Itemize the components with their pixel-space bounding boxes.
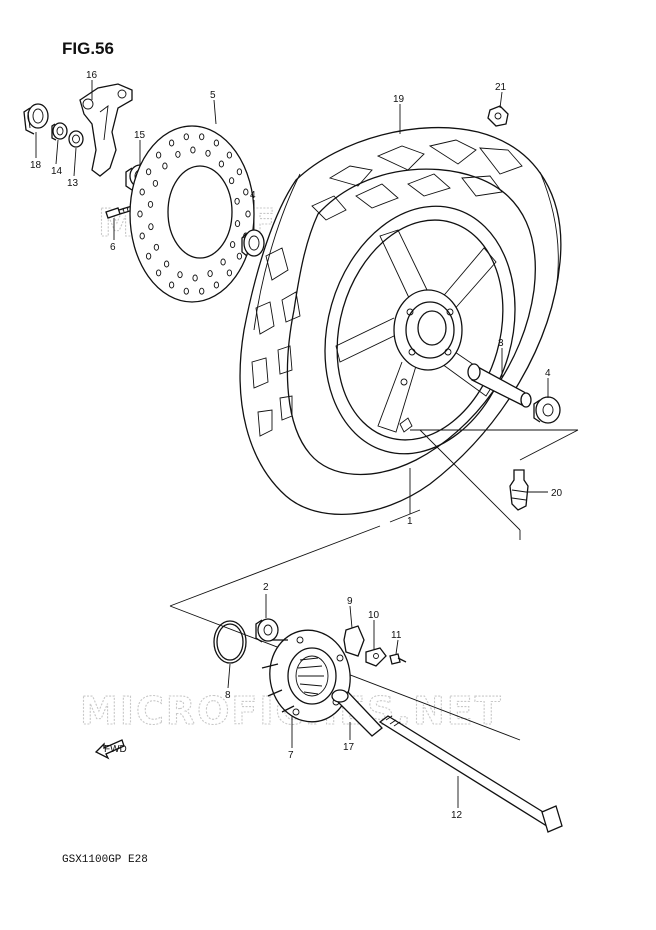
disc-hole	[243, 188, 249, 196]
disc-hole	[148, 223, 154, 231]
part-3-spacer	[467, 363, 532, 408]
callout-4-left: 4	[250, 190, 256, 201]
callout-13: 13	[67, 178, 79, 189]
model-code: GSX1100GP E28	[62, 854, 148, 866]
wheel-assembly	[239, 126, 562, 515]
callout-20: 20	[551, 488, 563, 499]
callout-14: 14	[51, 166, 63, 177]
callout-5: 5	[210, 90, 216, 101]
disc-hole	[229, 241, 236, 249]
callout-12: 12	[451, 810, 463, 821]
disc-hole	[147, 200, 154, 208]
callout-3: 3	[498, 338, 504, 349]
callout-labels: 16 5 19 21 15 18 14 13 6 4 3 4 20 1 2 9 …	[30, 70, 563, 821]
callout-2: 2	[263, 582, 269, 593]
disc-hole	[234, 220, 241, 228]
disc-hole	[168, 281, 175, 289]
disc-hole	[139, 232, 145, 240]
part-14-spacer	[51, 122, 68, 141]
part-5-brake-disc	[129, 125, 265, 303]
part-12-axle	[378, 715, 563, 833]
callout-10: 10	[368, 610, 380, 621]
callout-11: 11	[391, 630, 402, 641]
disc-hole	[183, 287, 189, 295]
part-10-stopper	[365, 647, 387, 667]
disc-hole	[220, 258, 226, 266]
disc-hole	[205, 149, 211, 157]
callout-19: 19	[393, 94, 405, 105]
disc-hole	[145, 252, 152, 260]
disc-hole	[245, 210, 251, 218]
part-2-bearing	[255, 618, 279, 643]
part-21-clip	[487, 105, 509, 127]
disc-hole	[192, 274, 198, 282]
callout-6: 6	[110, 242, 116, 253]
disc-hole	[190, 146, 196, 154]
callout-21: 21	[495, 82, 507, 93]
fwd-arrow-icon: FWD	[94, 739, 127, 760]
callout-17: 17	[343, 742, 355, 753]
disc-hole	[175, 150, 181, 158]
disc-hole	[218, 160, 225, 168]
part-20-valve	[509, 469, 529, 511]
disc-hole	[153, 243, 160, 251]
callout-1: 1	[407, 516, 413, 527]
callout-4-right: 4	[545, 368, 551, 379]
callout-9: 9	[347, 596, 353, 607]
part-13-ring	[68, 130, 84, 148]
disc-hole	[177, 271, 183, 279]
disc-hole	[207, 270, 213, 278]
disc-hole	[213, 139, 220, 147]
part-17-spacer	[331, 689, 383, 737]
disc-hole	[163, 260, 170, 268]
disc-hole	[155, 269, 162, 277]
disc-hole	[145, 168, 152, 176]
callout-7: 7	[288, 750, 294, 761]
leader-lines	[35, 80, 549, 808]
disc-hole	[139, 188, 145, 196]
part-9-plate	[343, 625, 365, 657]
disc-hole	[152, 179, 159, 187]
disc-hole	[168, 139, 175, 147]
disc-hole	[213, 281, 220, 289]
part-18-cap	[23, 103, 49, 135]
fwd-label: FWD	[104, 744, 127, 755]
disc-hole	[183, 133, 189, 141]
disc-hole	[155, 151, 162, 159]
part-16-bracket	[79, 83, 133, 177]
disc-hole	[226, 151, 233, 159]
part-8-o-ring	[213, 620, 247, 664]
disc-hole	[137, 210, 143, 218]
callout-8: 8	[225, 690, 231, 701]
disc-hole	[199, 133, 205, 141]
disc-hole	[236, 252, 243, 260]
figure-title: FIG.56	[62, 39, 114, 58]
callout-18: 18	[30, 160, 42, 171]
disc-hole	[234, 197, 240, 205]
disc-hole	[162, 162, 168, 170]
disc-hole	[236, 168, 243, 176]
rim	[324, 205, 516, 455]
disc-hole	[199, 287, 205, 295]
part-7-sprocket-mount	[261, 629, 351, 723]
part-4-bearing-right	[533, 396, 561, 424]
callout-16: 16	[86, 70, 98, 81]
disc-hole	[228, 177, 235, 185]
part-11-bolt	[389, 653, 407, 665]
disc-hole	[226, 269, 233, 277]
callout-15: 15	[134, 130, 146, 141]
